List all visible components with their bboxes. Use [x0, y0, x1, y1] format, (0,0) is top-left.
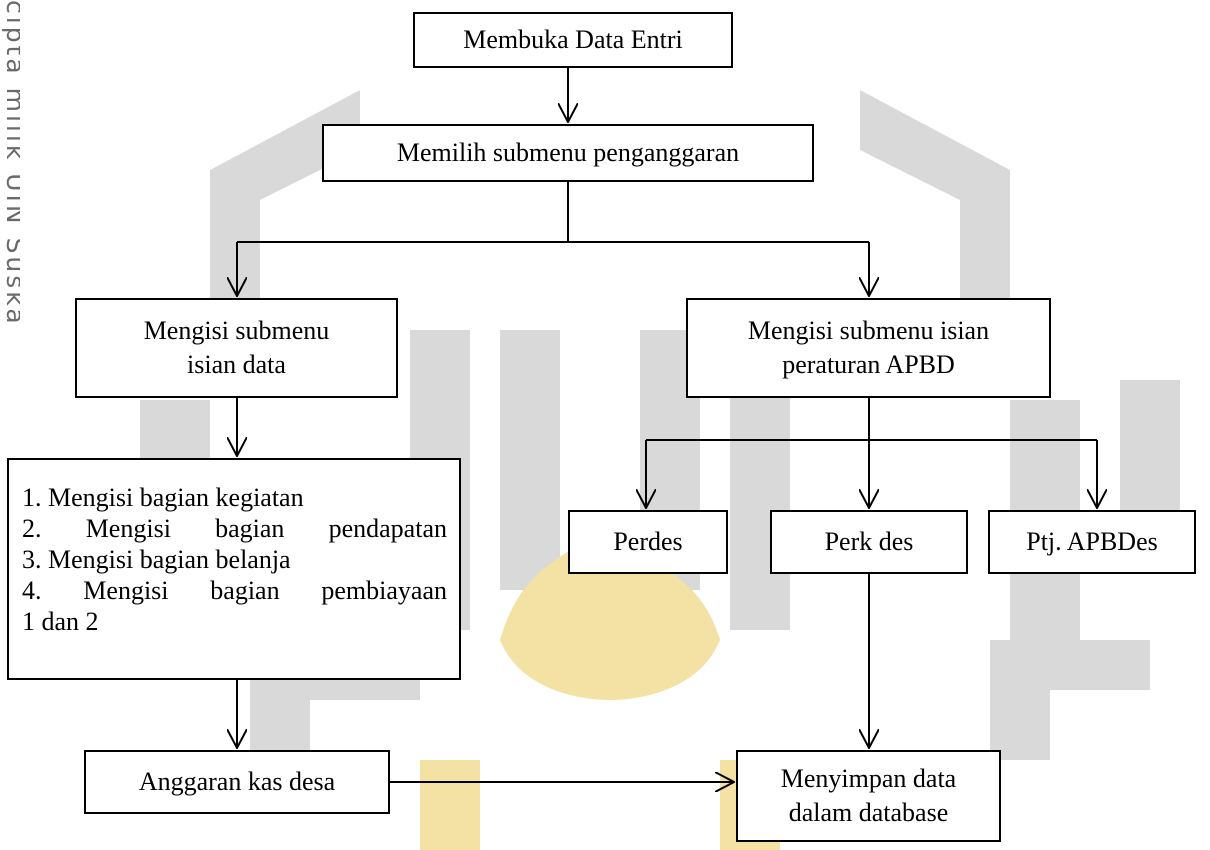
node-steps-list: 1. Mengisi bagian kegiatan 2. Mengisi ba… — [7, 458, 461, 680]
steps-list: 1. Mengisi bagian kegiatan 2. Mengisi ba… — [22, 482, 447, 637]
node-perdes: Perdes — [568, 510, 728, 574]
node-perk-des: Perk des — [770, 510, 968, 574]
list-item: 1 dan 2 — [22, 607, 99, 636]
watermark-side-text: cipta milik UIN Suska — [1, 0, 20, 327]
node-save-to-database: Menyimpan data dalam database — [736, 750, 1001, 842]
node-fill-apbd-rules-submenu: Mengisi submenu isian peraturan APBD — [686, 298, 1051, 398]
list-item: 4. Mengisi bagian pembiayaan — [22, 576, 447, 605]
node-open-data-entry: Membuka Data Entri — [413, 12, 733, 68]
node-fill-data-submenu: Mengisi submenu isian data — [75, 298, 398, 398]
node-choose-budget-submenu: Memilih submenu penganggaran — [322, 124, 814, 182]
list-item: 1. Mengisi bagian kegiatan — [22, 483, 304, 512]
node-village-cash-budget: Anggaran kas desa — [84, 750, 390, 814]
list-item: 2. Mengisi bagian pendapatan — [22, 514, 447, 543]
node-ptj-apbdes: Ptj. APBDes — [988, 510, 1196, 574]
list-item: 3. Mengisi bagian belanja — [22, 545, 291, 574]
